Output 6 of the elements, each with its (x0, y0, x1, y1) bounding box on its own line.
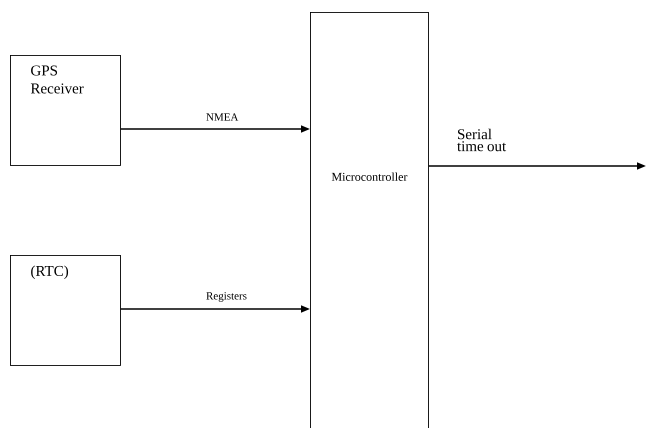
edge-label: Serial time out (457, 128, 506, 152)
block-box: (RTC) (10, 255, 121, 366)
edge-label: Registers (206, 292, 247, 302)
edge-label: NMEA (206, 113, 238, 121)
block-box: GPS Receiver (10, 55, 121, 166)
block-box: Microcontroller (310, 12, 429, 428)
